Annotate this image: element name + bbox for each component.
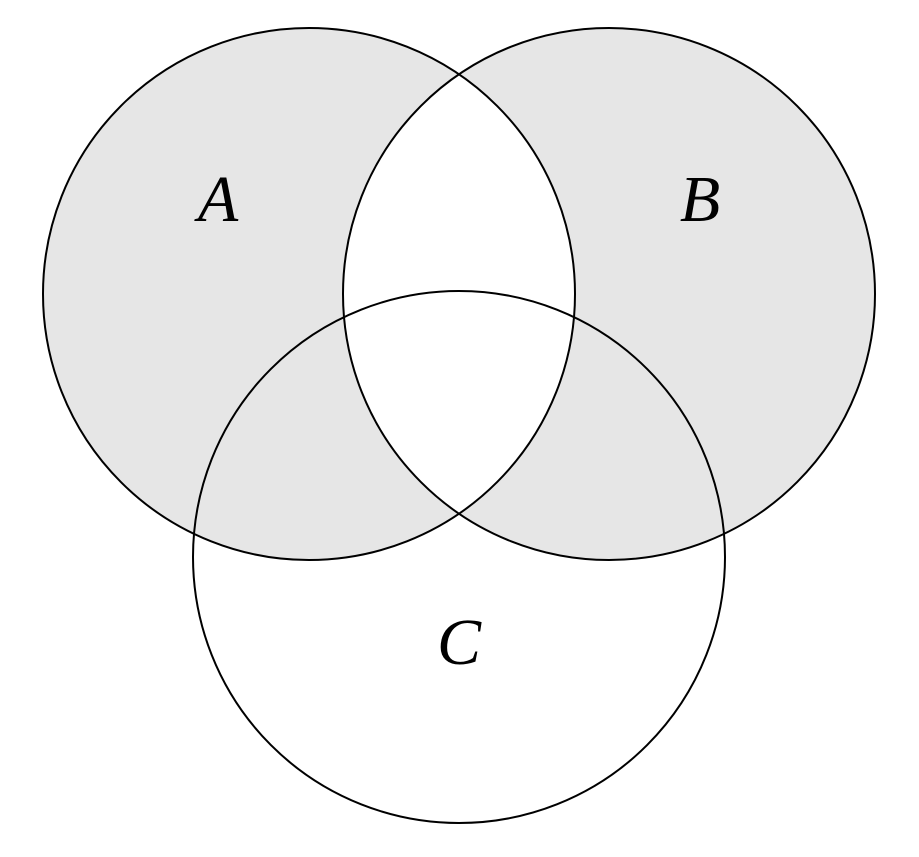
set-label-b: B xyxy=(680,163,720,236)
circle-a-outline[interactable] xyxy=(42,27,576,561)
set-label-a: A xyxy=(194,163,239,236)
circle-c-outline[interactable] xyxy=(192,290,726,824)
circle-b-outline[interactable] xyxy=(342,27,876,561)
set-label-c: C xyxy=(437,606,482,679)
circle-outline-group xyxy=(42,27,876,824)
set-label-group: A B C xyxy=(194,163,720,679)
